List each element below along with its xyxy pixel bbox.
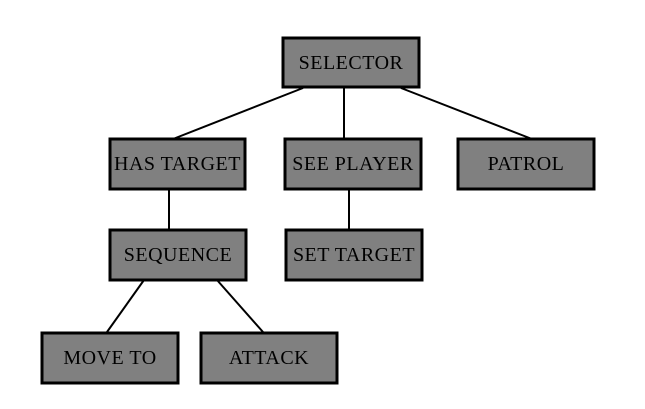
node-sequence: SEQUENCE bbox=[108, 228, 248, 282]
node-attack: ATTACK bbox=[199, 331, 339, 385]
edge-selector-has-target bbox=[172, 87, 304, 140]
node-set-target: SET TARGET bbox=[284, 228, 424, 282]
edge-sequence-attack bbox=[216, 279, 264, 333]
edge-selector-patrol bbox=[400, 87, 533, 140]
node-move-to-label: MOVE TO bbox=[63, 347, 156, 369]
node-has-target: HAS TARGET bbox=[108, 137, 247, 191]
node-attack-label: ATTACK bbox=[229, 347, 309, 369]
node-selector: SELECTOR bbox=[281, 36, 421, 89]
node-patrol-label: PATROL bbox=[488, 153, 565, 175]
edges bbox=[106, 87, 533, 333]
node-patrol: PATROL bbox=[456, 137, 596, 191]
node-has-target-label: HAS TARGET bbox=[114, 153, 241, 175]
node-see-player: SEE PLAYER bbox=[283, 137, 423, 191]
node-see-player-label: SEE PLAYER bbox=[292, 153, 414, 175]
node-selector-label: SELECTOR bbox=[299, 52, 404, 74]
node-sequence-label: SEQUENCE bbox=[124, 244, 232, 266]
node-move-to: MOVE TO bbox=[40, 331, 180, 385]
node-set-target-label: SET TARGET bbox=[293, 244, 415, 266]
edge-sequence-move-to bbox=[106, 279, 145, 333]
